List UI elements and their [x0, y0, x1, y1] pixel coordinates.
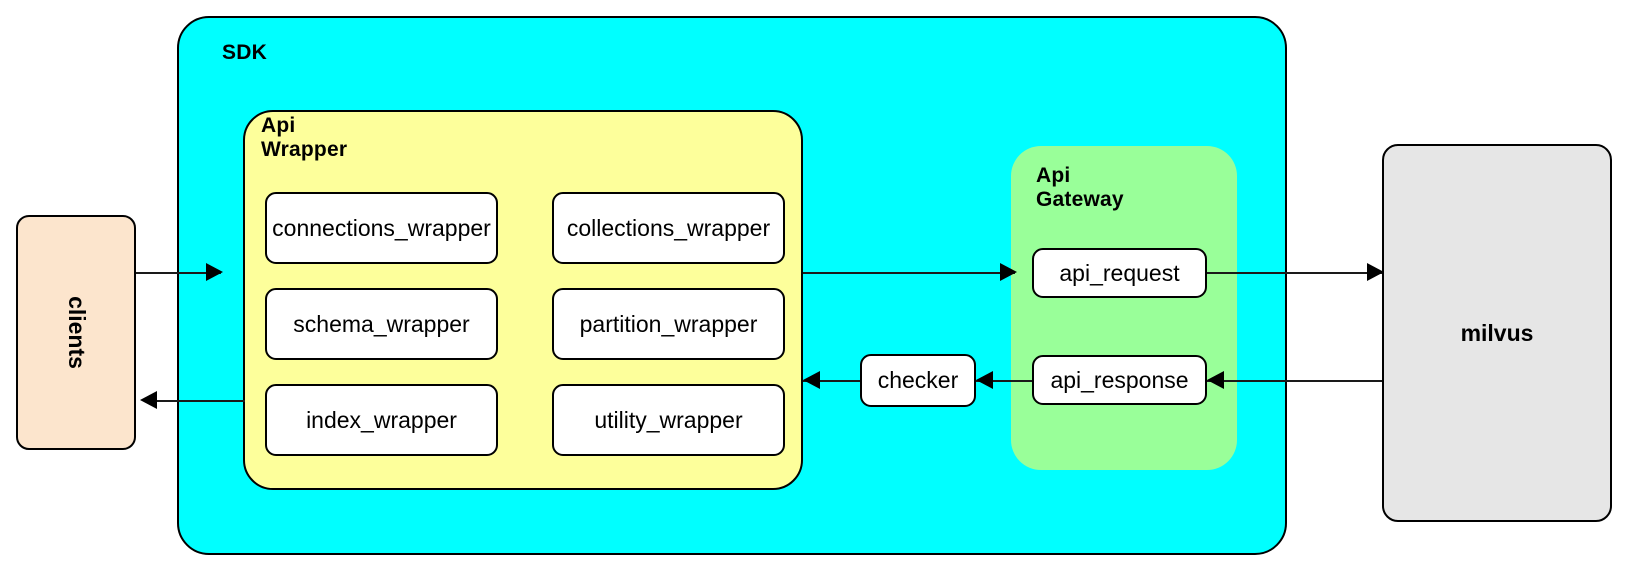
- edge-api-response-to-checker: [976, 380, 1032, 382]
- module-api-request-label: api_request: [1059, 259, 1180, 286]
- edge-checker-to-api-wrapper: [803, 380, 860, 382]
- node-milvus[interactable]: milvus: [1382, 144, 1612, 522]
- module-schema-wrapper[interactable]: schema_wrapper: [265, 288, 498, 360]
- edge-api-request-to-milvus-arrowhead: [1367, 263, 1384, 281]
- edge-clients-to-sdk-arrowhead: [206, 263, 223, 281]
- module-partition-wrapper-label: partition_wrapper: [579, 310, 758, 337]
- module-collections-wrapper[interactable]: collections_wrapper: [552, 192, 785, 264]
- node-checker-label: checker: [877, 367, 959, 393]
- container-api-wrapper-label: Api Wrapper: [261, 114, 348, 162]
- module-connections-wrapper[interactable]: connections_wrapper: [265, 192, 498, 264]
- edge-milvus-to-api-response-arrowhead: [1207, 371, 1224, 389]
- edge-api-response-to-checker-arrowhead: [976, 371, 993, 389]
- module-api-response[interactable]: api_response: [1032, 355, 1207, 405]
- module-api-request[interactable]: api_request: [1032, 248, 1207, 298]
- module-utility-wrapper-label: utility_wrapper: [594, 406, 743, 433]
- edge-api-request-to-milvus: [1207, 272, 1382, 274]
- module-utility-wrapper[interactable]: utility_wrapper: [552, 384, 785, 456]
- edge-api-wrapper-to-api-request-arrowhead: [1000, 263, 1017, 281]
- node-clients-label: clients: [63, 296, 90, 369]
- edge-milvus-to-api-response: [1207, 380, 1382, 382]
- module-api-response-label: api_response: [1050, 366, 1189, 393]
- module-partition-wrapper[interactable]: partition_wrapper: [552, 288, 785, 360]
- module-collections-wrapper-label: collections_wrapper: [566, 214, 771, 241]
- container-sdk-label: SDK: [222, 41, 267, 64]
- node-milvus-label: milvus: [1460, 319, 1534, 346]
- module-schema-wrapper-label: schema_wrapper: [293, 310, 470, 337]
- module-connections-wrapper-label: connections_wrapper: [272, 214, 491, 241]
- edge-clients-to-sdk: [136, 272, 221, 274]
- node-checker[interactable]: checker: [860, 354, 976, 407]
- edge-api-wrapper-to-clients: [151, 400, 245, 402]
- edge-api-wrapper-to-api-request: [803, 272, 1015, 274]
- container-api-gateway-label: Api Gateway: [1036, 164, 1124, 212]
- node-clients[interactable]: clients: [16, 215, 136, 450]
- container-api-gateway[interactable]: [1011, 146, 1237, 470]
- edge-checker-to-api-wrapper-arrowhead: [803, 371, 820, 389]
- module-index-wrapper[interactable]: index_wrapper: [265, 384, 498, 456]
- module-index-wrapper-label: index_wrapper: [306, 406, 457, 433]
- edge-api-wrapper-to-clients-arrowhead: [140, 391, 157, 409]
